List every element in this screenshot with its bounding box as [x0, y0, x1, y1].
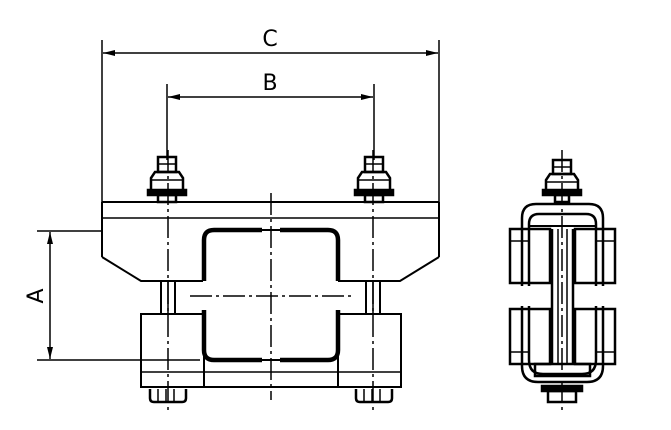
dimension-label-c: C [262, 27, 277, 52]
side-center-rod [550, 229, 575, 364]
bottom-nut-right [354, 389, 394, 404]
dimension-a [37, 230, 200, 361]
bolt-shafts [160, 281, 381, 314]
top-nut-right [353, 155, 395, 204]
side-lower-blocks [508, 307, 617, 378]
dimension-label-a: A [24, 288, 49, 303]
dimension-label-b: B [262, 71, 277, 96]
dimension-c [101, 40, 440, 202]
front-view [101, 150, 440, 412]
side-view [508, 150, 617, 412]
top-nut-left [146, 155, 188, 204]
center-lines [167, 150, 374, 412]
dimension-b [166, 84, 375, 160]
side-upper-blocks [508, 227, 617, 285]
